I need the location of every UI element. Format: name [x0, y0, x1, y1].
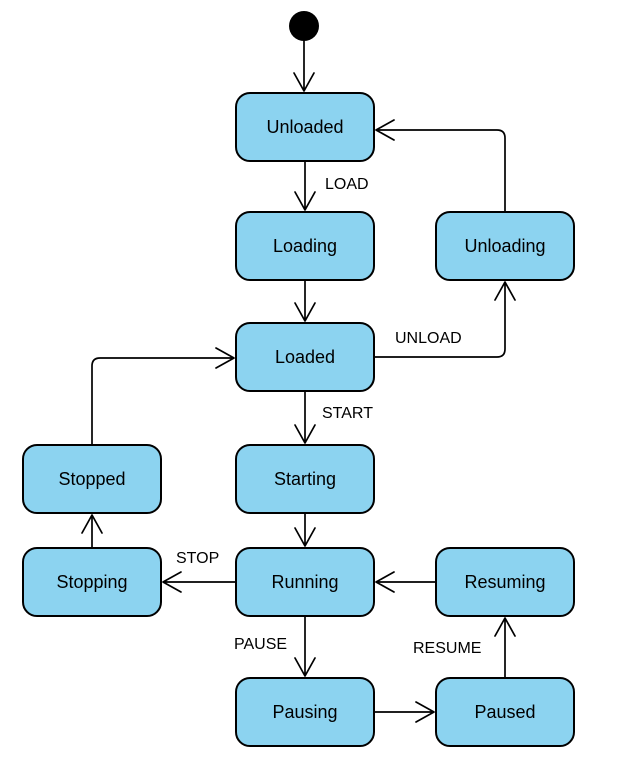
state-loaded: Loaded	[235, 322, 375, 392]
state-stopping: Stopping	[22, 547, 162, 617]
state-pausing: Pausing	[235, 677, 375, 747]
state-label: Paused	[474, 701, 536, 722]
state-unloading: Unloading	[435, 211, 575, 281]
state-label: Loading	[272, 235, 338, 256]
transition-label-pause: PAUSE	[234, 636, 288, 653]
transition-starting-running	[294, 513, 316, 547]
transition-label-start: START	[322, 405, 373, 422]
state-stopped: Stopped	[22, 444, 162, 514]
state-label: Stopped	[58, 468, 126, 489]
transition-running-stopping	[162, 571, 236, 593]
state-starting: Starting	[235, 444, 375, 514]
state-resuming: Resuming	[435, 547, 575, 617]
state-label: Loaded	[274, 346, 336, 367]
transition-running-pausing	[294, 616, 316, 677]
state-label: Unloaded	[266, 116, 344, 137]
transition-stopped-loaded	[91, 347, 235, 445]
transition-unloading-unloaded	[375, 119, 506, 212]
transition-label-load: LOAD	[325, 176, 369, 193]
transition-loaded-unloading	[374, 281, 516, 358]
state-label: Unloading	[464, 235, 546, 256]
state-paused: Paused	[435, 677, 575, 747]
state-running: Running	[235, 547, 375, 617]
state-label: Starting	[273, 468, 337, 489]
state-label: Pausing	[272, 701, 338, 722]
transition-paused-resuming	[494, 617, 516, 678]
initial-state-marker	[289, 11, 319, 41]
transition-pausing-paused	[374, 701, 435, 723]
transition-initial-unloaded	[293, 40, 315, 92]
state-unloaded: Unloaded	[235, 92, 375, 162]
transition-loading-loaded	[294, 280, 316, 322]
transition-loaded-starting	[294, 391, 316, 444]
transition-label-resume: RESUME	[413, 640, 482, 657]
transition-stopping-stopped	[81, 514, 103, 548]
state-loading: Loading	[235, 211, 375, 281]
transition-resuming-running	[375, 571, 436, 593]
state-label: Stopping	[56, 571, 128, 592]
state-label: Resuming	[464, 571, 546, 592]
transition-label-stop: STOP	[176, 550, 220, 567]
transition-label-unload: UNLOAD	[395, 330, 462, 347]
state-label: Running	[271, 571, 339, 592]
transition-unloaded-loading	[294, 161, 316, 211]
